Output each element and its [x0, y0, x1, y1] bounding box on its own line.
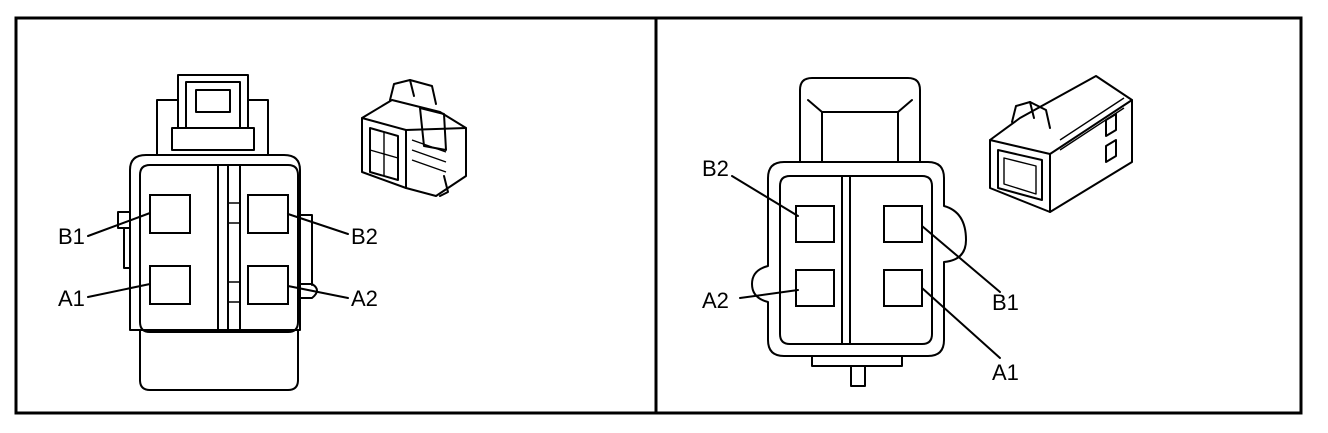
left-label-a1: A1 [58, 286, 85, 311]
left-leaders [87, 212, 349, 299]
left-label-b1: B1 [58, 224, 85, 249]
right-label-b2: B2 [702, 156, 729, 181]
right-leaders [731, 175, 1001, 359]
left-connector-iso-view [361, 79, 467, 197]
right-label-b1: B1 [992, 290, 1019, 315]
left-cavity-a2 [247, 265, 289, 305]
right-cavity-a1 [883, 269, 923, 307]
right-label-a2: A2 [702, 288, 729, 313]
left-connector-face [117, 74, 318, 391]
right-label-a1: A1 [992, 360, 1019, 385]
right-cavity-b2 [795, 205, 835, 243]
right-panel-frame [654, 16, 1303, 415]
left-cavity-b1 [149, 194, 191, 234]
left-cavity-b2 [247, 194, 289, 234]
right-cavity-b1 [883, 205, 923, 243]
left-label-b2: B2 [351, 224, 378, 249]
left-label-a2: A2 [351, 286, 378, 311]
left-cavity-a1 [149, 265, 191, 305]
left-panel-frame [14, 16, 658, 415]
right-connector-iso-view [989, 75, 1133, 213]
right-connector-face [751, 77, 967, 387]
right-cavity-a2 [795, 269, 835, 307]
